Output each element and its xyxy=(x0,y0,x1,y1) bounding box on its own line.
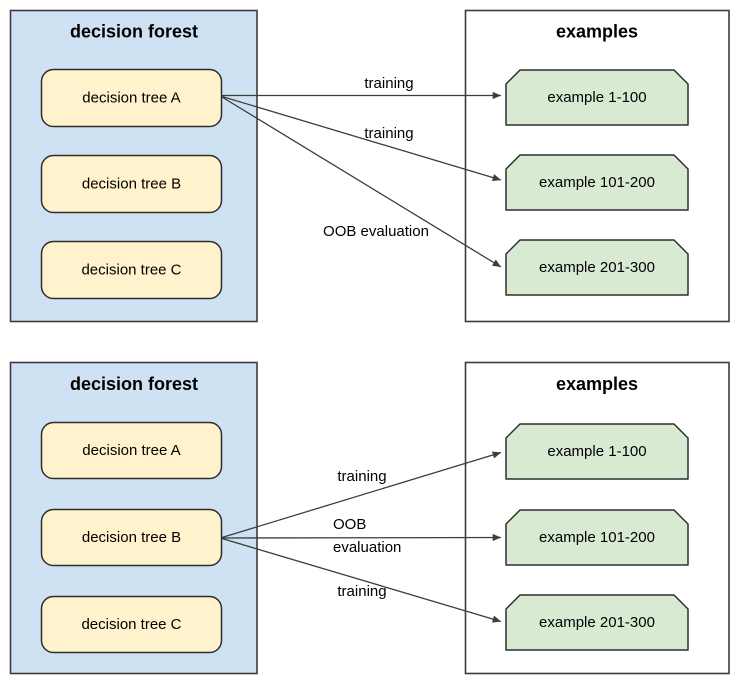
tree-box-c xyxy=(40,595,223,654)
tree-box-a xyxy=(40,68,223,128)
example-card-2 xyxy=(505,509,689,566)
example-label: example 201-300 xyxy=(539,614,655,631)
forest-title: decision forest xyxy=(70,374,198,394)
example-label: example 101-200 xyxy=(539,174,655,191)
example-card-2 xyxy=(505,154,689,211)
arrow-label: training xyxy=(337,468,386,485)
tree-label: decision tree B xyxy=(82,529,181,546)
panel-bottom: decision forest decision tree A decision… xyxy=(9,361,730,675)
tree-box-c xyxy=(40,240,223,300)
arrow-treeB-to-examples1 xyxy=(221,451,502,539)
example-label: example 201-300 xyxy=(539,259,655,276)
example-card-1 xyxy=(505,423,689,480)
forest-title: decision forest xyxy=(70,22,198,42)
tree-box-b xyxy=(40,154,223,214)
panel-top: decision forest decision tree A decision… xyxy=(9,9,730,323)
example-card-3 xyxy=(505,239,689,296)
example-label: example 101-200 xyxy=(539,529,655,546)
arrow-label: training xyxy=(364,125,413,142)
example-card-3 xyxy=(505,594,689,651)
arrow-treeB-to-examples3 xyxy=(221,537,502,623)
arrow-label: training xyxy=(337,583,386,600)
examples-title: examples xyxy=(556,22,638,42)
tree-box-b xyxy=(40,508,223,567)
example-card-1 xyxy=(505,69,689,126)
arrow-treeA-to-examples2 xyxy=(221,95,502,182)
tree-label: decision tree A xyxy=(82,90,180,107)
arrow-treeB-to-examples2 xyxy=(221,533,502,542)
examples-title: examples xyxy=(556,374,638,394)
example-label: example 1-100 xyxy=(547,89,646,106)
tree-label: decision tree C xyxy=(81,262,181,279)
tree-box-a xyxy=(40,421,223,480)
tree-label: decision tree A xyxy=(82,442,180,459)
tree-label: decision tree C xyxy=(81,616,181,633)
arrow-label: training xyxy=(364,75,413,92)
arrow-label: OOB xyxy=(333,516,366,533)
arrow-label: evaluation xyxy=(333,539,401,556)
example-label: example 1-100 xyxy=(547,443,646,460)
tree-label: decision tree B xyxy=(82,176,181,193)
arrow-treeA-to-examples3 xyxy=(221,96,502,268)
arrow-label: OOB evaluation xyxy=(323,223,429,240)
